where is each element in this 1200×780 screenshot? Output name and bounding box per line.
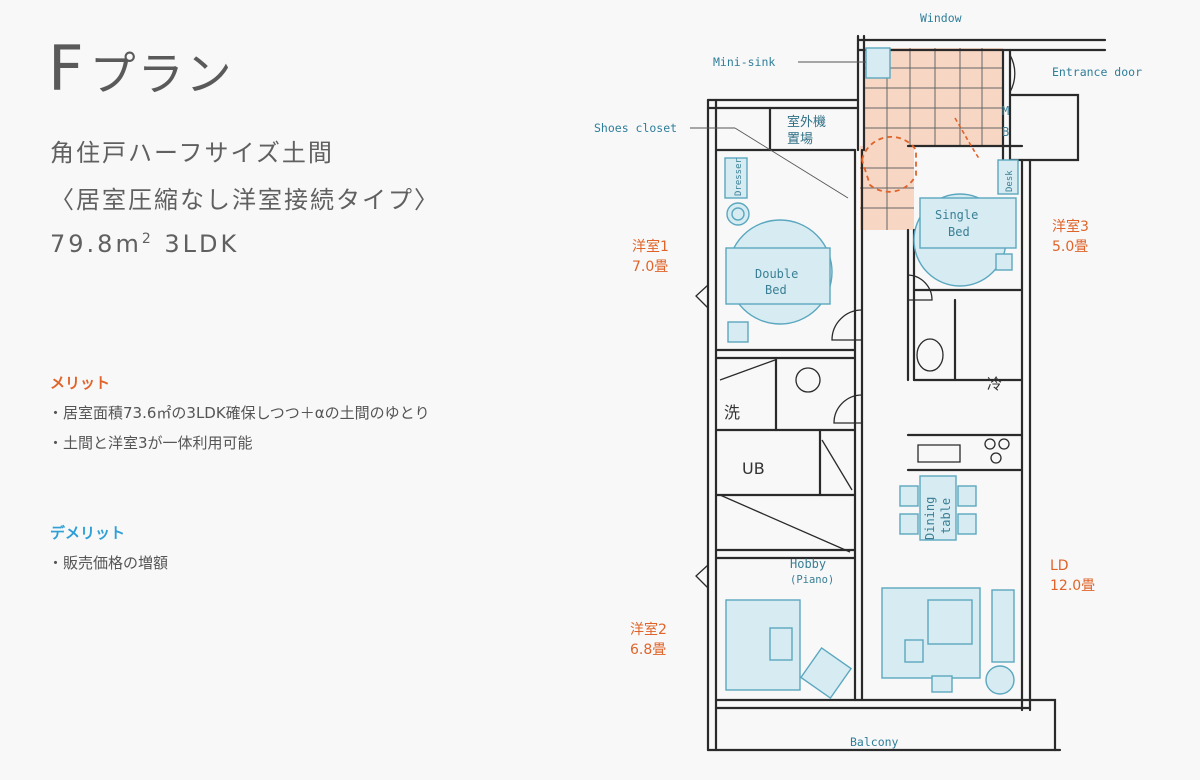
coffee-table	[927, 599, 973, 645]
plant-ld	[985, 665, 1015, 695]
fridge-label: 冷	[987, 375, 1002, 393]
dining-chair-2	[899, 513, 919, 535]
walls	[706, 34, 1107, 752]
area-unit-sup: 2	[141, 231, 154, 247]
leader-lines	[690, 61, 866, 199]
outdoor-unit-label-1: 室外機	[787, 114, 826, 130]
shoes-closet-label: Shoes closet	[594, 121, 677, 135]
merit-item-2: ・土間と洋室3が一体利用可能	[48, 434, 253, 452]
tv-board	[991, 589, 1015, 663]
room3-name: 洋室3	[1052, 218, 1089, 235]
demerit-item-1: ・販売価格の増額	[48, 554, 169, 572]
single-bed	[919, 197, 1017, 249]
nightstand-room1	[727, 321, 749, 343]
desk	[997, 159, 1019, 195]
demerit-heading: デメリット	[50, 524, 126, 542]
plan-subtitle-2: 〈居室圧縮なし洋室接続タイプ〉	[50, 186, 440, 214]
ld-name: LD	[1050, 558, 1069, 574]
kitchen-stove	[984, 438, 1010, 464]
dining-chair-4	[957, 513, 977, 535]
sofa-side	[904, 639, 924, 663]
merit-heading: メリット	[50, 374, 111, 392]
plan-area: 79.8m2 3LDK	[50, 230, 239, 258]
ld-size: 12.0畳	[1050, 578, 1095, 594]
double-bed-label-2: Bed	[765, 283, 787, 297]
room3-size: 5.0畳	[1052, 239, 1088, 255]
mini-sink-label: Mini-sink	[713, 55, 775, 69]
area-value: 79.8m	[50, 230, 142, 258]
plan-subtitle-1: 角住戸ハーフサイズ土間	[50, 139, 334, 167]
dresser	[724, 157, 748, 199]
room2-name: 洋室2	[630, 621, 667, 638]
doors	[695, 54, 1016, 589]
dining-label-1: Dining	[923, 497, 937, 540]
entrance-door-label: Entrance door	[1052, 65, 1142, 79]
ub-label: UB	[742, 459, 765, 478]
plan-word: プラン	[89, 47, 234, 101]
mb-label-b: B	[1002, 125, 1009, 139]
single-bed-label-1: Single	[935, 208, 978, 222]
double-bed-label-1: Double	[755, 267, 798, 281]
piano-bench	[769, 627, 793, 661]
shoes-closet-swing	[861, 136, 917, 193]
mb-label-m: M	[1002, 104, 1009, 118]
room1-size: 7.0畳	[632, 259, 668, 275]
single-bed-label-2: Bed	[948, 225, 970, 239]
dresser-label: Dresser	[734, 157, 744, 196]
balcony-label: Balcony	[850, 735, 899, 749]
merit-item-1: ・居室面積73.6㎡の3LDK確保しつつ＋αの土間のゆとり	[48, 404, 430, 422]
plant-room1	[731, 207, 745, 221]
hobby-label-1: Hobby	[790, 557, 826, 571]
stool-room3	[995, 253, 1013, 271]
wash-label: 洗	[724, 403, 740, 422]
dining-label-2: table	[939, 498, 953, 534]
layout-type: 3LDK	[164, 230, 240, 258]
entrance-arrow	[954, 117, 981, 161]
dining-chair-1	[899, 485, 919, 507]
plan-letter: F	[48, 32, 84, 105]
mini-sink	[865, 47, 891, 79]
hobby-label-2: (Piano)	[790, 574, 834, 586]
armchair	[799, 646, 853, 700]
floor-plan: 洋室1 7.0畳 洋室2 6.8畳 洋室3 5.0畳 LD 12.0畳 Wind…	[594, 11, 1142, 752]
window-label: Window	[920, 11, 962, 25]
double-bed	[725, 247, 831, 305]
ottoman	[931, 675, 953, 693]
room1-name: 洋室1	[632, 238, 669, 255]
furniture	[724, 157, 1019, 700]
dining-table	[919, 475, 957, 541]
outdoor-unit-label-2: 置場	[787, 132, 813, 147]
room2-size: 6.8畳	[630, 642, 666, 658]
kitchen-sink	[917, 444, 961, 463]
desk-label: Desk	[1005, 170, 1015, 192]
dining-chair-3	[957, 485, 977, 507]
